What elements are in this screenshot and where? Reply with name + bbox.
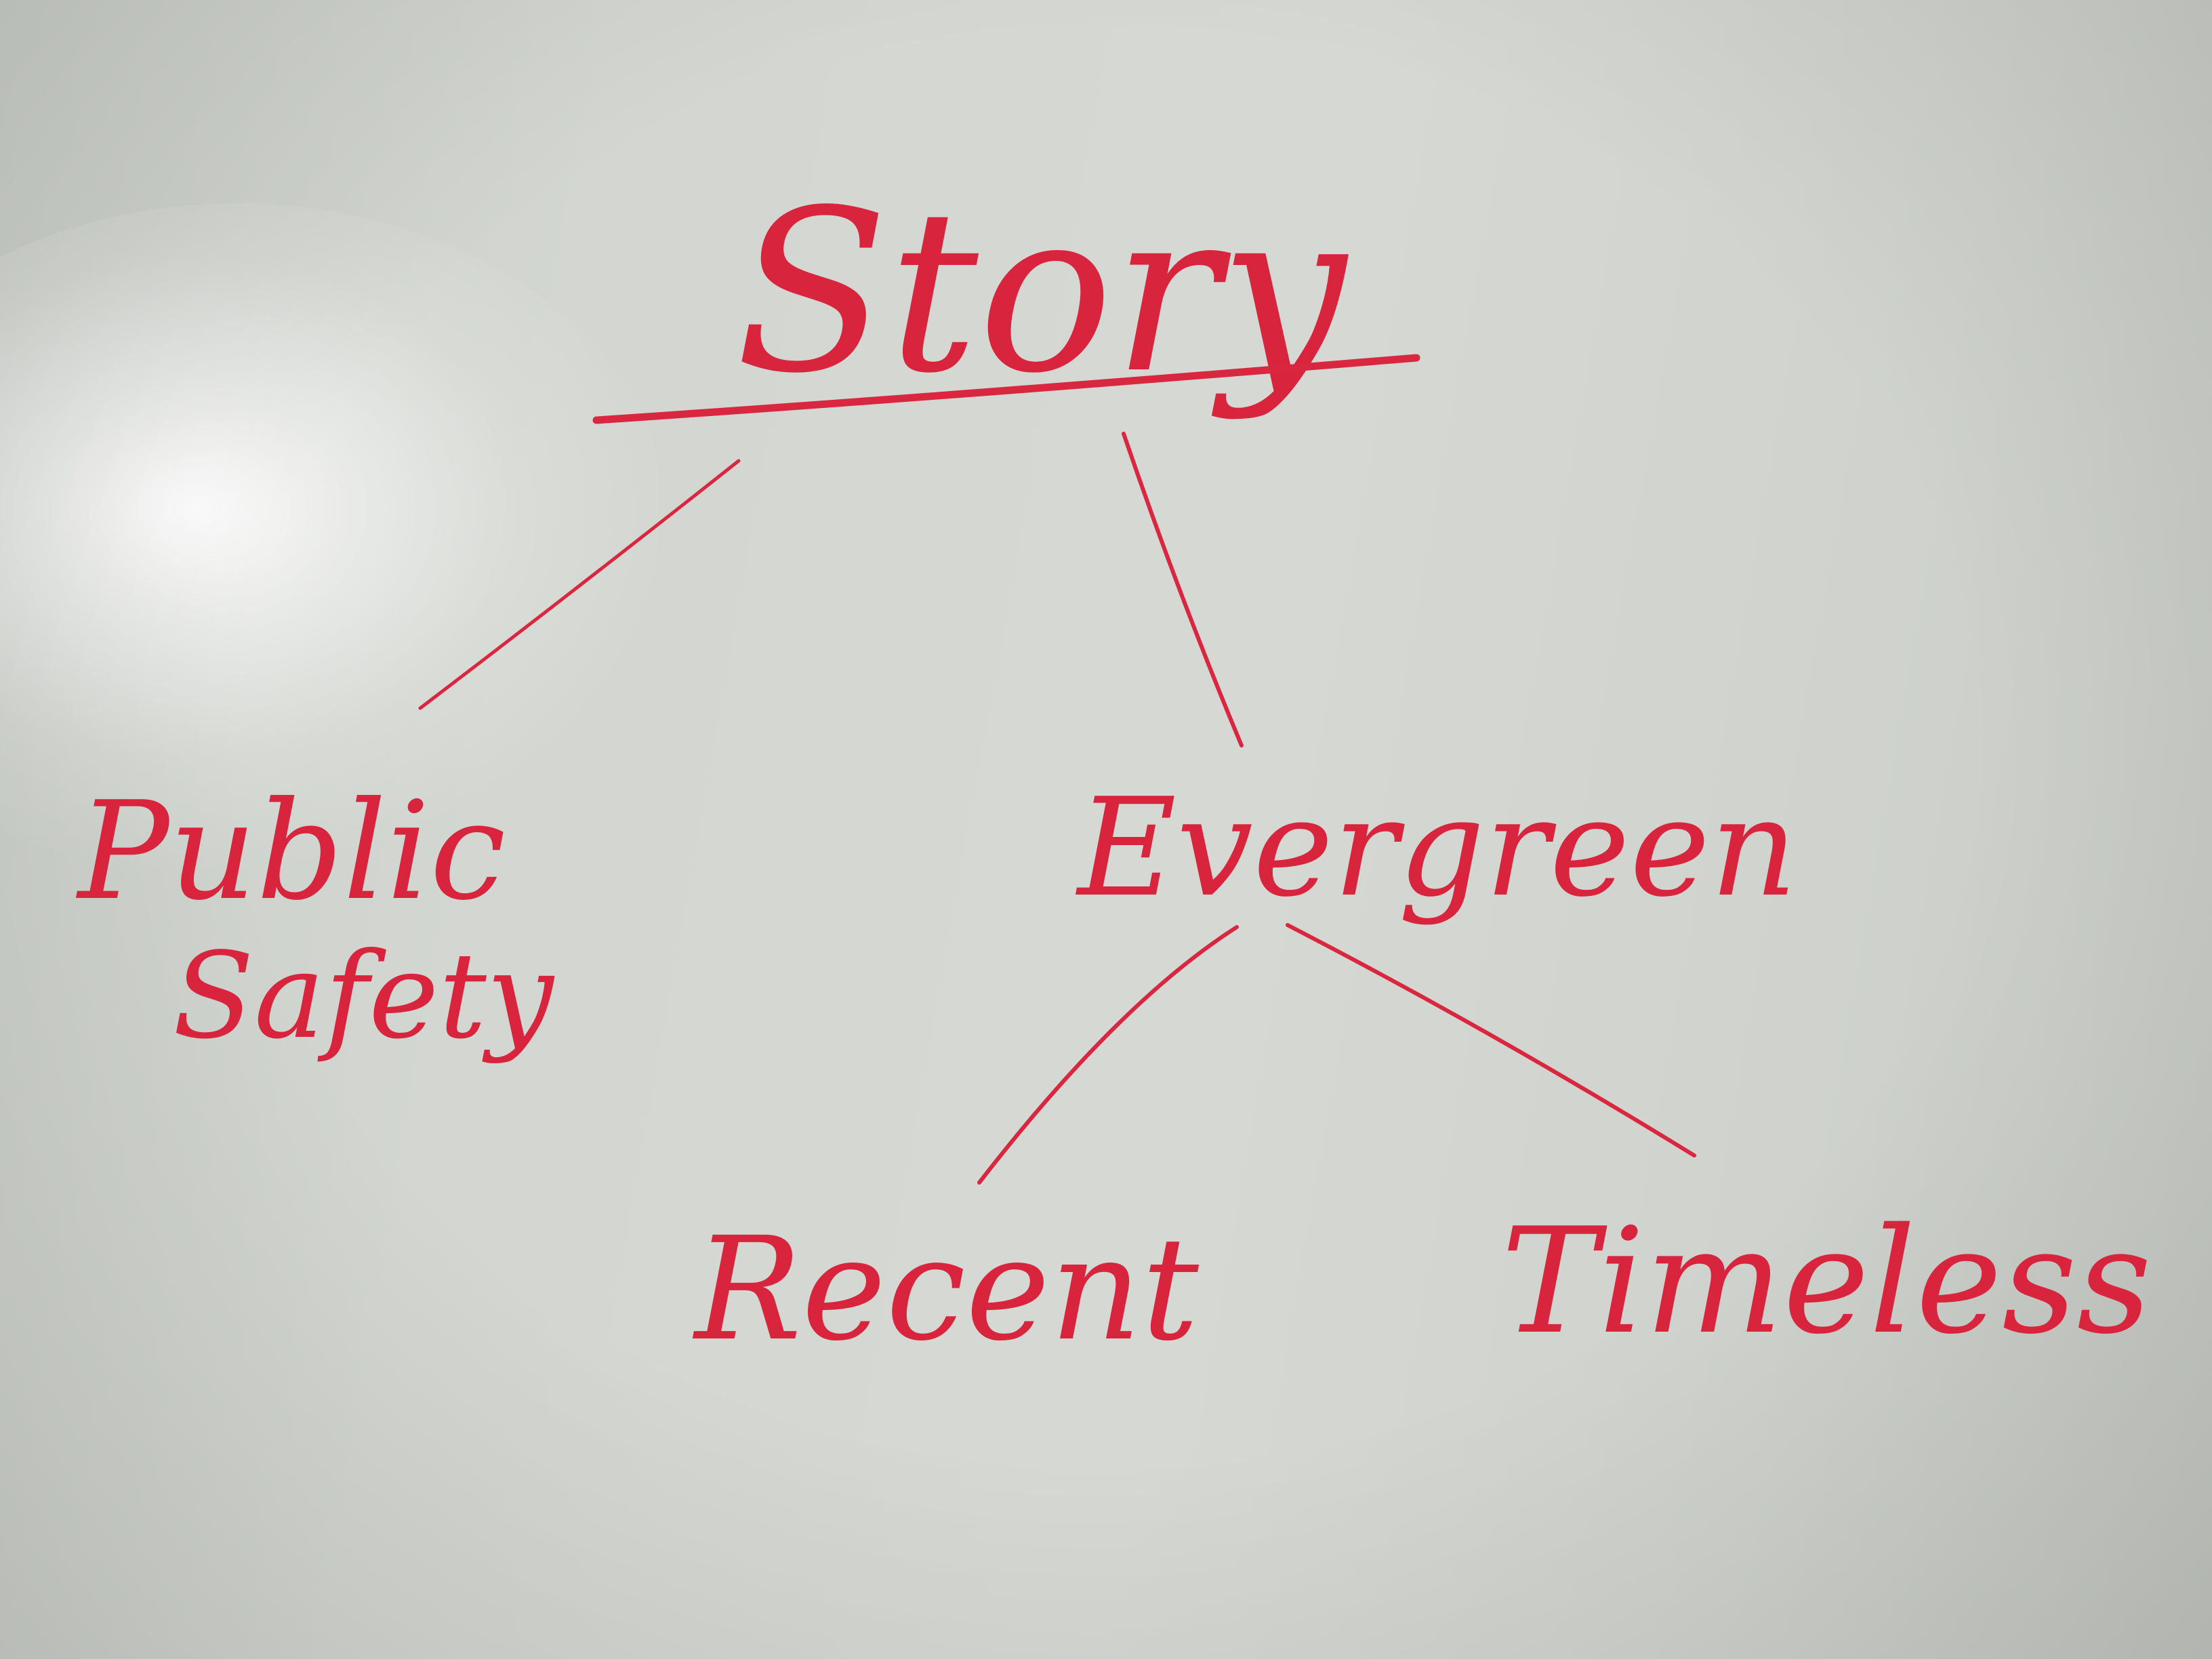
node-evergreen: Evergreen — [1075, 769, 1797, 927]
edge-story-evergreen — [1122, 432, 1244, 747]
edge-story-public-safety — [418, 459, 741, 710]
node-timeless: Timeless — [1501, 1196, 2152, 1366]
root-underline — [592, 354, 1420, 424]
node-recent: Recent — [692, 1206, 1200, 1372]
edge-evergreen-recent — [977, 925, 1239, 1185]
node-public: Public — [75, 773, 506, 930]
edge-evergreen-timeless — [1286, 923, 1696, 1158]
node-safety: Safety — [173, 928, 555, 1065]
node-story: Story — [735, 162, 1349, 422]
